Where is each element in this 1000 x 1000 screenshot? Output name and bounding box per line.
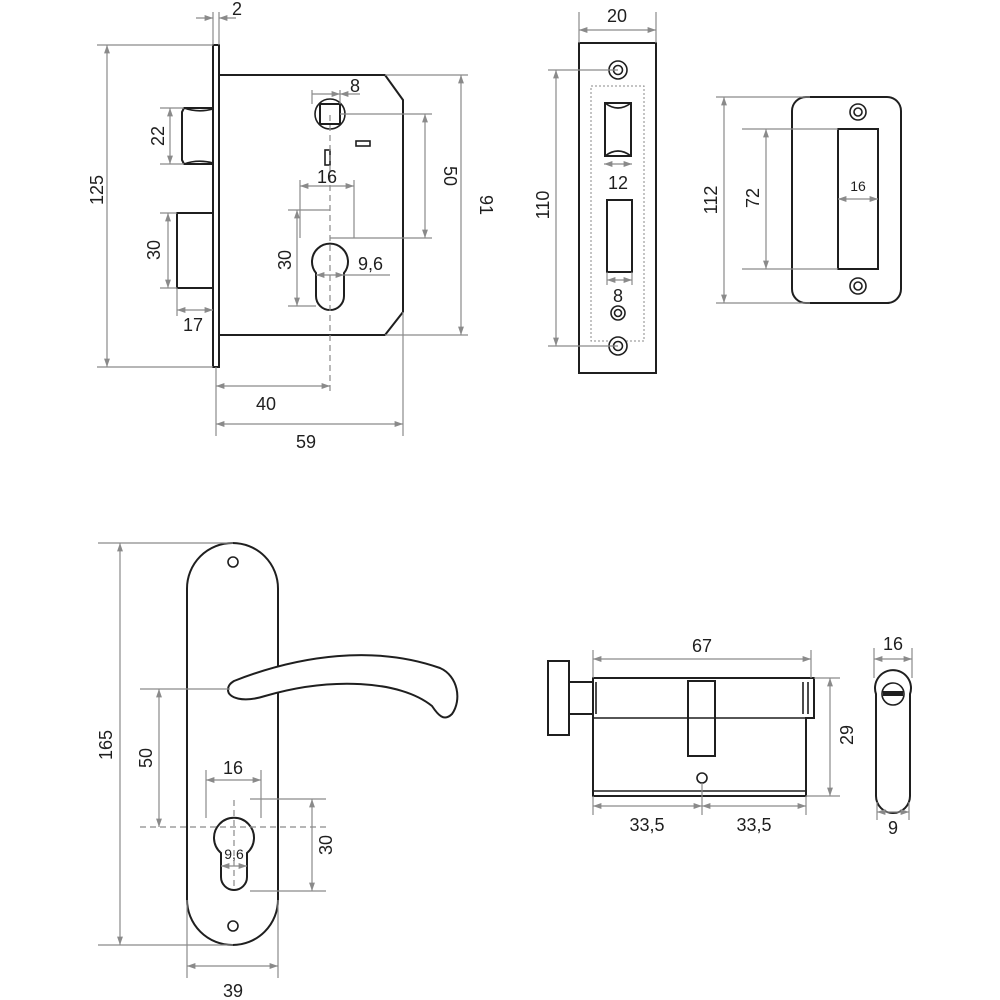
dim-handle-cylinder-width: 16: [223, 758, 243, 778]
latch-slot: [604, 102, 632, 157]
dim-deadbolt-throw: 17: [183, 315, 203, 335]
dim-strike-height: 112: [701, 186, 721, 215]
dim-handle-cylinder-neck: 9,6: [224, 846, 244, 862]
dim-latch-slot: 12: [608, 173, 628, 193]
thumb-turn-knob: [547, 660, 570, 736]
dim-cylinder-half-right: 33,5: [736, 815, 771, 835]
dim-handle-plate-length: 165: [96, 730, 116, 760]
dim-body-depth: 59: [296, 432, 316, 452]
dead-bolt: [176, 212, 214, 289]
dim-strike-opening: 16: [850, 178, 866, 194]
handle-view: 165 50 16 9,6 30 39: [96, 542, 459, 1000]
dim-front-plate-hole-spacing: 110: [533, 191, 553, 220]
latch-bolt: [181, 107, 214, 165]
thumb-turn-shaft: [568, 681, 594, 715]
dim-profile-width: 16: [883, 634, 903, 654]
dim-lock-cylinder-width: 16: [317, 167, 337, 187]
dim-body-height: 91: [476, 195, 496, 215]
bolt-slot: [606, 199, 633, 273]
dim-lock-cylinder-height: 30: [275, 250, 295, 270]
dim-spindle-square: 8: [350, 76, 360, 96]
dim-spindle-to-cylinder: 50: [440, 166, 460, 186]
handle-screw-top: [227, 556, 239, 568]
dim-front-plate-width: 20: [607, 6, 627, 26]
dim-lever-to-cylinder: 50: [136, 748, 156, 768]
lever-handle: [226, 654, 459, 719]
dim-profile-neck: 9: [888, 818, 898, 838]
dim-lock-cylinder-neck: 9,6: [358, 254, 383, 274]
dim-cylinder-height: 29: [837, 725, 857, 745]
dim-faceplate-length: 125: [87, 175, 107, 205]
cylinder-profile-view: 16 9: [873, 634, 913, 838]
dim-backset: 40: [256, 394, 276, 414]
key-slot: [883, 691, 903, 696]
lock-notch: [355, 140, 371, 147]
cylinder-view: 67 29 33,5 33,5: [547, 636, 857, 835]
dim-handle-plate-width: 39: [223, 981, 243, 1000]
front-plate-view: 20 110 12 8: [533, 6, 657, 374]
strike-plate-view: 112 72 16: [701, 96, 902, 304]
dim-strike-hole-spacing: 72: [743, 188, 763, 208]
handle-screw-bottom: [227, 920, 239, 932]
dim-cylinder-length: 67: [692, 636, 712, 656]
dim-faceplate-thickness: 2: [232, 0, 242, 19]
lock-body-view: 2 125 22 30 17 8 50 91: [87, 0, 496, 452]
cylinder-screw-hole: [696, 772, 708, 784]
dim-latch-height: 22: [148, 126, 168, 146]
dim-deadbolt-height: 30: [144, 240, 164, 260]
front-plate-recess: [590, 85, 645, 342]
dim-bolt-slot: 8: [613, 286, 623, 306]
dim-cylinder-half-left: 33,5: [629, 815, 664, 835]
dim-handle-cylinder-height: 30: [316, 835, 336, 855]
